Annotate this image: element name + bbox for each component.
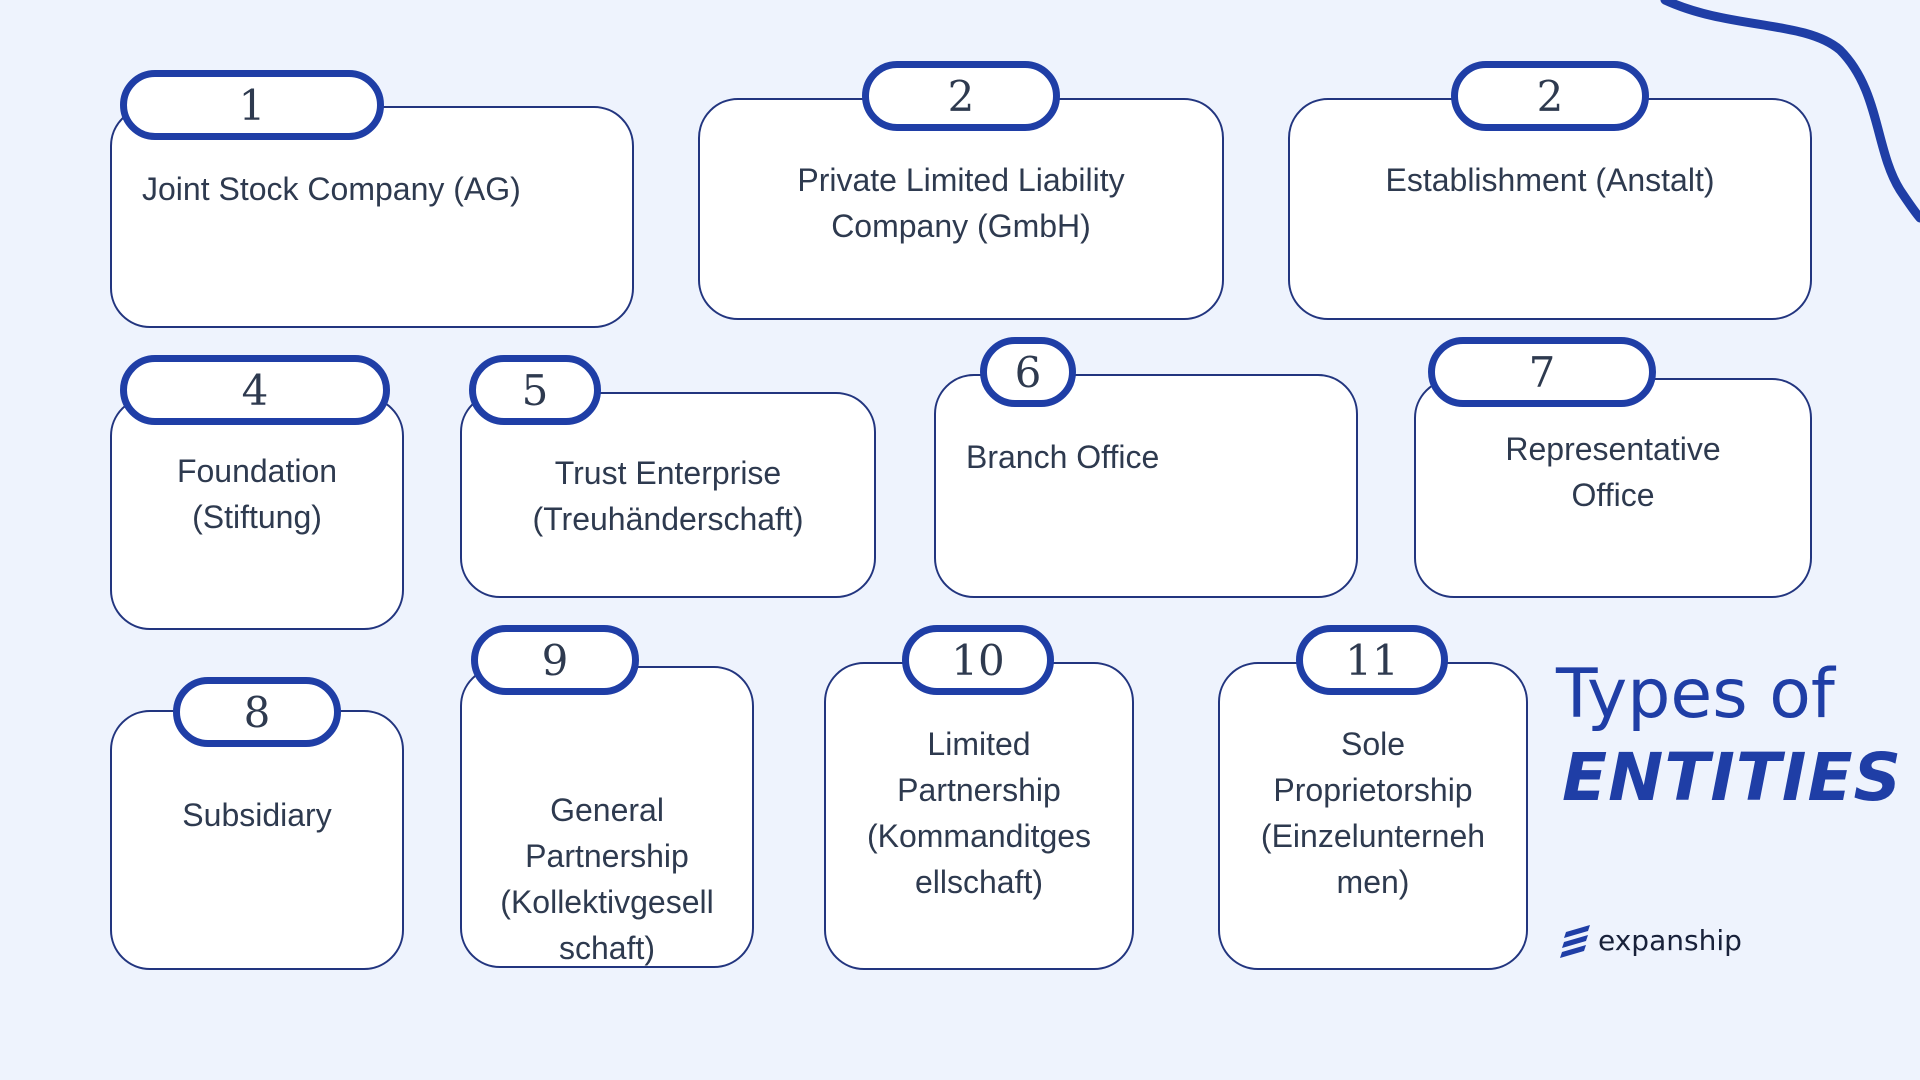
entity-label: Establishment (Anstalt) bbox=[1385, 162, 1715, 198]
entity-number-badge: 7 bbox=[1428, 337, 1656, 407]
entity-label: Sole Proprietorship (Einzelunterneh men) bbox=[1260, 726, 1486, 900]
entity-card-4: Foundation (Stiftung) bbox=[110, 396, 404, 630]
entity-card-7: Representative Office bbox=[1414, 378, 1812, 598]
entity-label: General Partnership (Kollektivgesell sch… bbox=[500, 792, 714, 966]
entity-number-badge: 4 bbox=[120, 355, 390, 425]
entity-number-badge: 9 bbox=[471, 625, 639, 695]
entity-number-badge: 6 bbox=[980, 337, 1076, 407]
entity-card-1: Joint Stock Company (AG) bbox=[110, 106, 634, 328]
entity-label: Private Limited Liability Company (GmbH) bbox=[797, 162, 1125, 244]
entity-number-badge: 1 bbox=[120, 70, 384, 140]
entity-label: Limited Partnership (Kommanditges ellsch… bbox=[866, 726, 1092, 900]
brand-logo: expanship bbox=[1560, 922, 1742, 958]
entity-card-11: Sole Proprietorship (Einzelunterneh men) bbox=[1218, 662, 1528, 970]
entity-label: Trust Enterprise (Treuhänderschaft) bbox=[532, 455, 804, 537]
entity-card-2: Private Limited Liability Company (GmbH) bbox=[698, 98, 1224, 320]
entity-number-badge: 5 bbox=[469, 355, 601, 425]
page-title-line-1: Types of bbox=[1556, 655, 1835, 734]
entity-number-badge: 2 bbox=[862, 61, 1060, 131]
entity-number-badge: 8 bbox=[173, 677, 341, 747]
entity-label: Joint Stock Company (AG) bbox=[142, 171, 521, 207]
brand-name: expanship bbox=[1598, 923, 1742, 957]
entity-number-badge: 10 bbox=[902, 625, 1054, 695]
entity-card-6: Branch Office bbox=[934, 374, 1358, 598]
entity-card-8: Subsidiary bbox=[110, 710, 404, 970]
entity-label: Subsidiary bbox=[182, 797, 332, 833]
entity-card-10: Limited Partnership (Kommanditges ellsch… bbox=[824, 662, 1134, 970]
entity-label: Representative Office bbox=[1505, 431, 1721, 513]
entity-number-badge: 11 bbox=[1296, 625, 1448, 695]
entity-card-3: Establishment (Anstalt) bbox=[1288, 98, 1812, 320]
entity-card-5: Trust Enterprise (Treuhänderschaft) bbox=[460, 392, 876, 598]
entity-card-9: General Partnership (Kollektivgesell sch… bbox=[460, 666, 754, 968]
page-title-line-2: ENTITIES bbox=[1562, 739, 1903, 816]
entity-label: Branch Office bbox=[966, 439, 1160, 475]
expanship-logo-icon bbox=[1560, 925, 1590, 958]
entity-label: Foundation (Stiftung) bbox=[176, 453, 338, 535]
entity-number-badge: 2 bbox=[1451, 61, 1649, 131]
